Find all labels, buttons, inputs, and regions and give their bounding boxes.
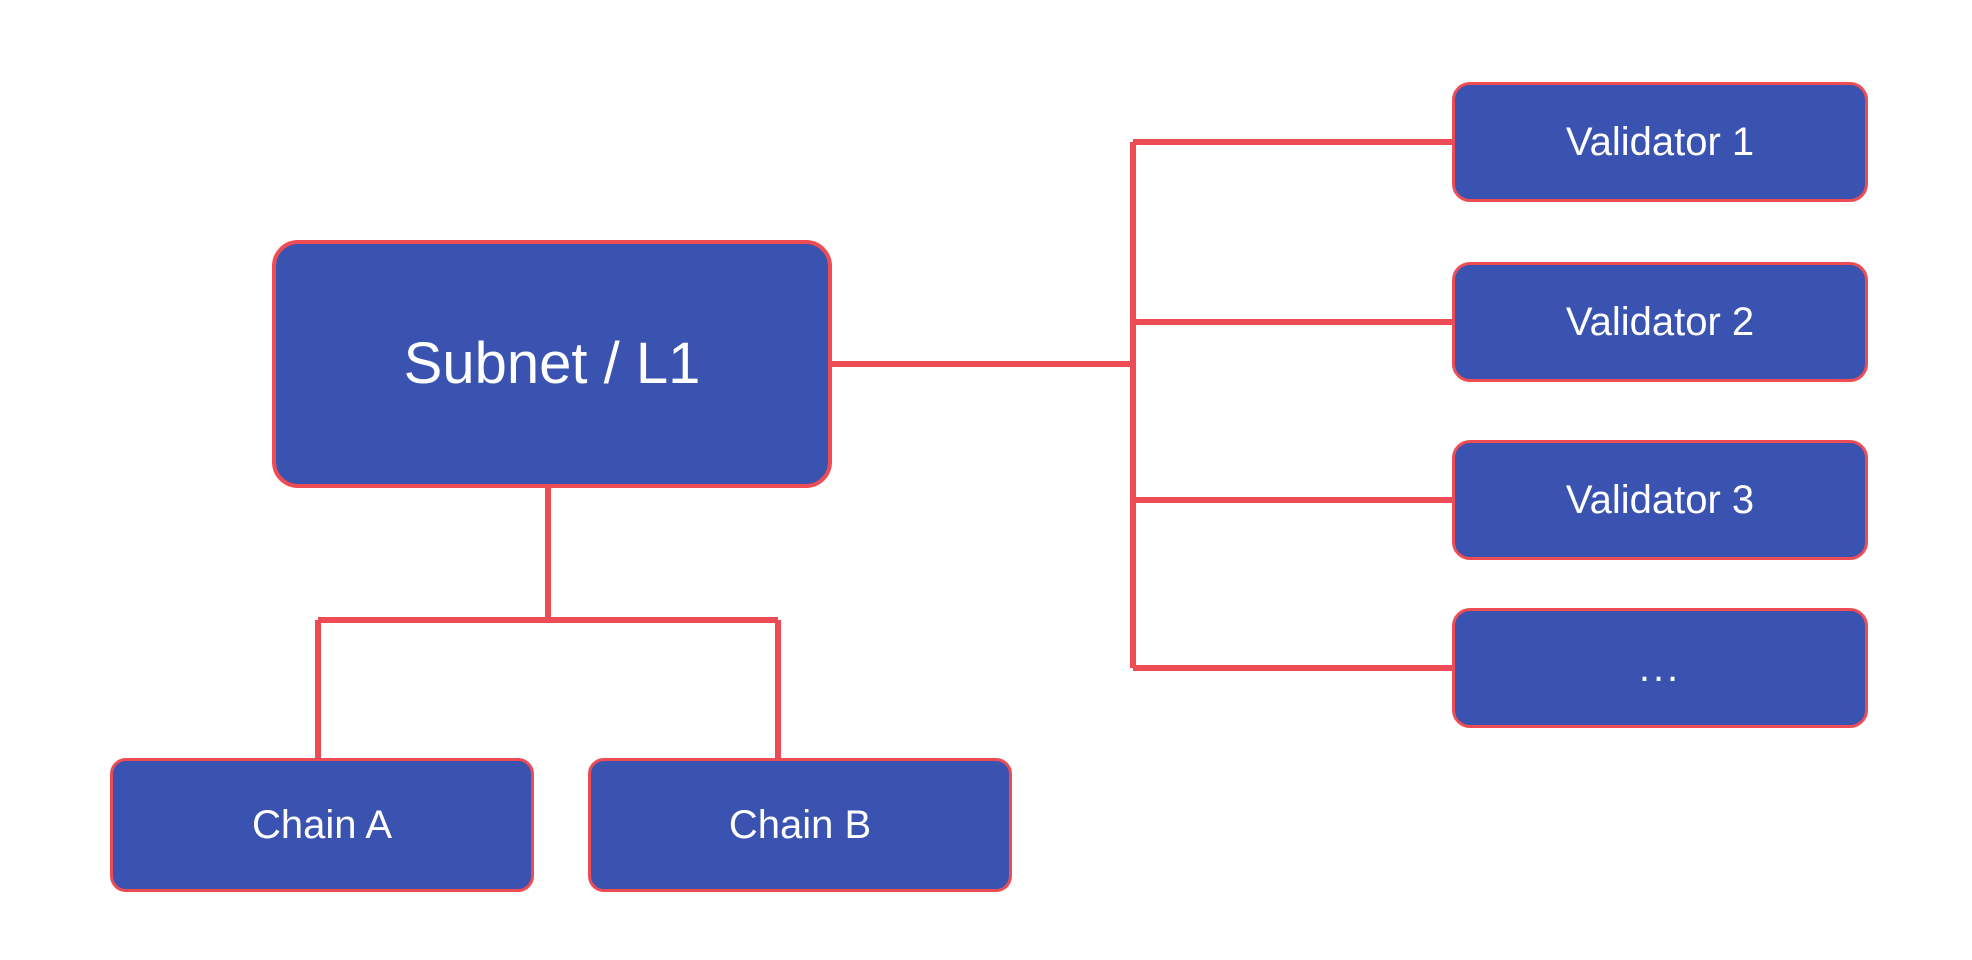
node-validator-more[interactable]: ... — [1452, 608, 1868, 728]
node-chain-a[interactable]: Chain A — [110, 758, 534, 892]
node-validator-1[interactable]: Validator 1 — [1452, 82, 1868, 202]
node-chain-a-label: Chain A — [251, 803, 393, 847]
node-subnet-l1-label: Subnet / L1 — [403, 331, 701, 397]
node-subnet-l1[interactable]: Subnet / L1 — [272, 240, 832, 488]
node-validator-1-label: Validator 1 — [1565, 120, 1755, 164]
node-validator-3-label: Validator 3 — [1565, 478, 1755, 522]
node-validator-2[interactable]: Validator 2 — [1452, 262, 1868, 382]
node-validator-more-label: ... — [1638, 646, 1682, 690]
node-validator-3[interactable]: Validator 3 — [1452, 440, 1868, 560]
node-chain-b[interactable]: Chain B — [588, 758, 1012, 892]
node-validator-2-label: Validator 2 — [1565, 300, 1755, 344]
node-chain-b-label: Chain B — [728, 803, 872, 847]
